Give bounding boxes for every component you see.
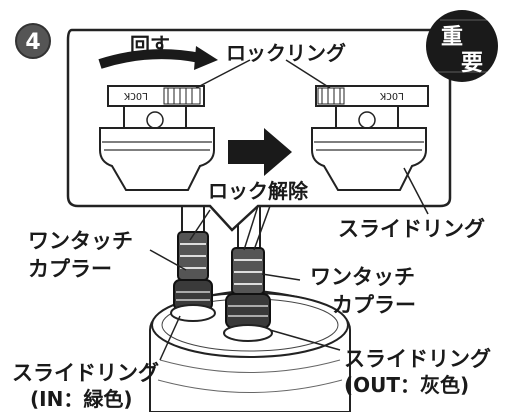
- label-lock-ring: ロックリング: [226, 41, 346, 65]
- lock-ring-text-right: LOCK: [380, 90, 404, 101]
- label-lock-release: ロック解除: [208, 179, 309, 203]
- important-badge: 重 要: [426, 10, 498, 82]
- step-number: 4: [25, 30, 40, 55]
- label-slide-ring-top: スライドリング: [338, 217, 485, 241]
- label-slide-ring-out-2: (OUT：灰色): [344, 373, 469, 397]
- label-rotate: 回す: [130, 33, 170, 57]
- coupler-in: [170, 231, 216, 322]
- label-slide-ring-in-2: (IN：緑色): [30, 387, 132, 411]
- important-badge-char-2: 要: [461, 51, 483, 76]
- connector-before: LOCK: [99, 85, 215, 191]
- label-slide-ring-out-1: スライドリング: [344, 347, 491, 371]
- label-one-touch-right-2: カプラー: [332, 293, 416, 317]
- rotate-arrow: [98, 46, 218, 70]
- connector-after: LOCK: [311, 85, 429, 191]
- label-one-touch-left-2: カプラー: [28, 257, 112, 281]
- transition-arrow: [228, 128, 292, 176]
- label-one-touch-left-1: ワンタッチ: [28, 229, 133, 253]
- label-one-touch-right-1: ワンタッチ: [310, 265, 415, 289]
- leader-lines: [149, 59, 429, 361]
- coupler-out: [223, 247, 273, 342]
- label-slide-ring-in-1: スライドリング: [12, 361, 159, 385]
- step-number-badge: 4: [15, 23, 51, 59]
- lock-ring-text-left: LOCK: [124, 90, 148, 101]
- important-badge-char-1: 重: [441, 25, 463, 50]
